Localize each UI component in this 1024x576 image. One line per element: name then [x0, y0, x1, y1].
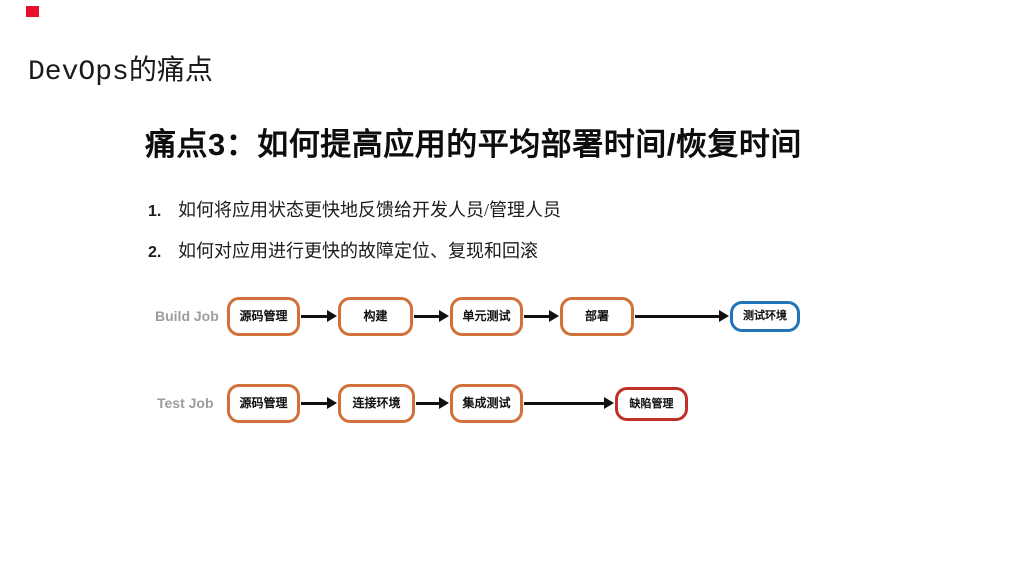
flow-node: 构建	[338, 297, 413, 336]
flow-arrow-icon	[301, 397, 337, 409]
list-item-number: 2.	[148, 244, 162, 261]
flow-arrow-icon	[414, 310, 449, 322]
flow-arrow-icon	[635, 310, 729, 322]
flow-node: 部署	[560, 297, 634, 336]
flow-row-label: Test Job	[157, 395, 214, 411]
flow-node: 单元测试	[450, 297, 523, 336]
list-item-text: 如何对应用进行更快的故障定位、复现和回滚	[178, 241, 538, 261]
flow-row-label: Build Job	[155, 308, 219, 324]
flow-arrow-icon	[301, 310, 337, 322]
list-item-number: 1.	[148, 203, 162, 220]
flow-node: 连接环境	[338, 384, 415, 423]
list-item: 2. 如何对应用进行更快的故障定位、复现和回滚	[148, 237, 538, 263]
section-heading: 痛点3：如何提高应用的平均部署时间/恢复时间	[145, 127, 802, 162]
flow-node: 缺陷管理	[615, 387, 688, 421]
flow-arrow-icon	[416, 397, 449, 409]
list-item: 1. 如何将应用状态更快地反馈给开发人员/管理人员	[148, 196, 561, 222]
corner-accent	[26, 6, 39, 17]
list-item-text: 如何将应用状态更快地反馈给开发人员/管理人员	[178, 200, 561, 220]
flow-node: 源码管理	[227, 384, 300, 423]
flow-node: 源码管理	[227, 297, 300, 336]
flow-arrow-icon	[524, 310, 559, 322]
flow-node: 集成测试	[450, 384, 523, 423]
flow-arrow-icon	[524, 397, 614, 409]
flow-node: 测试环境	[730, 301, 800, 332]
slide-title: DevOps的痛点	[28, 57, 213, 88]
